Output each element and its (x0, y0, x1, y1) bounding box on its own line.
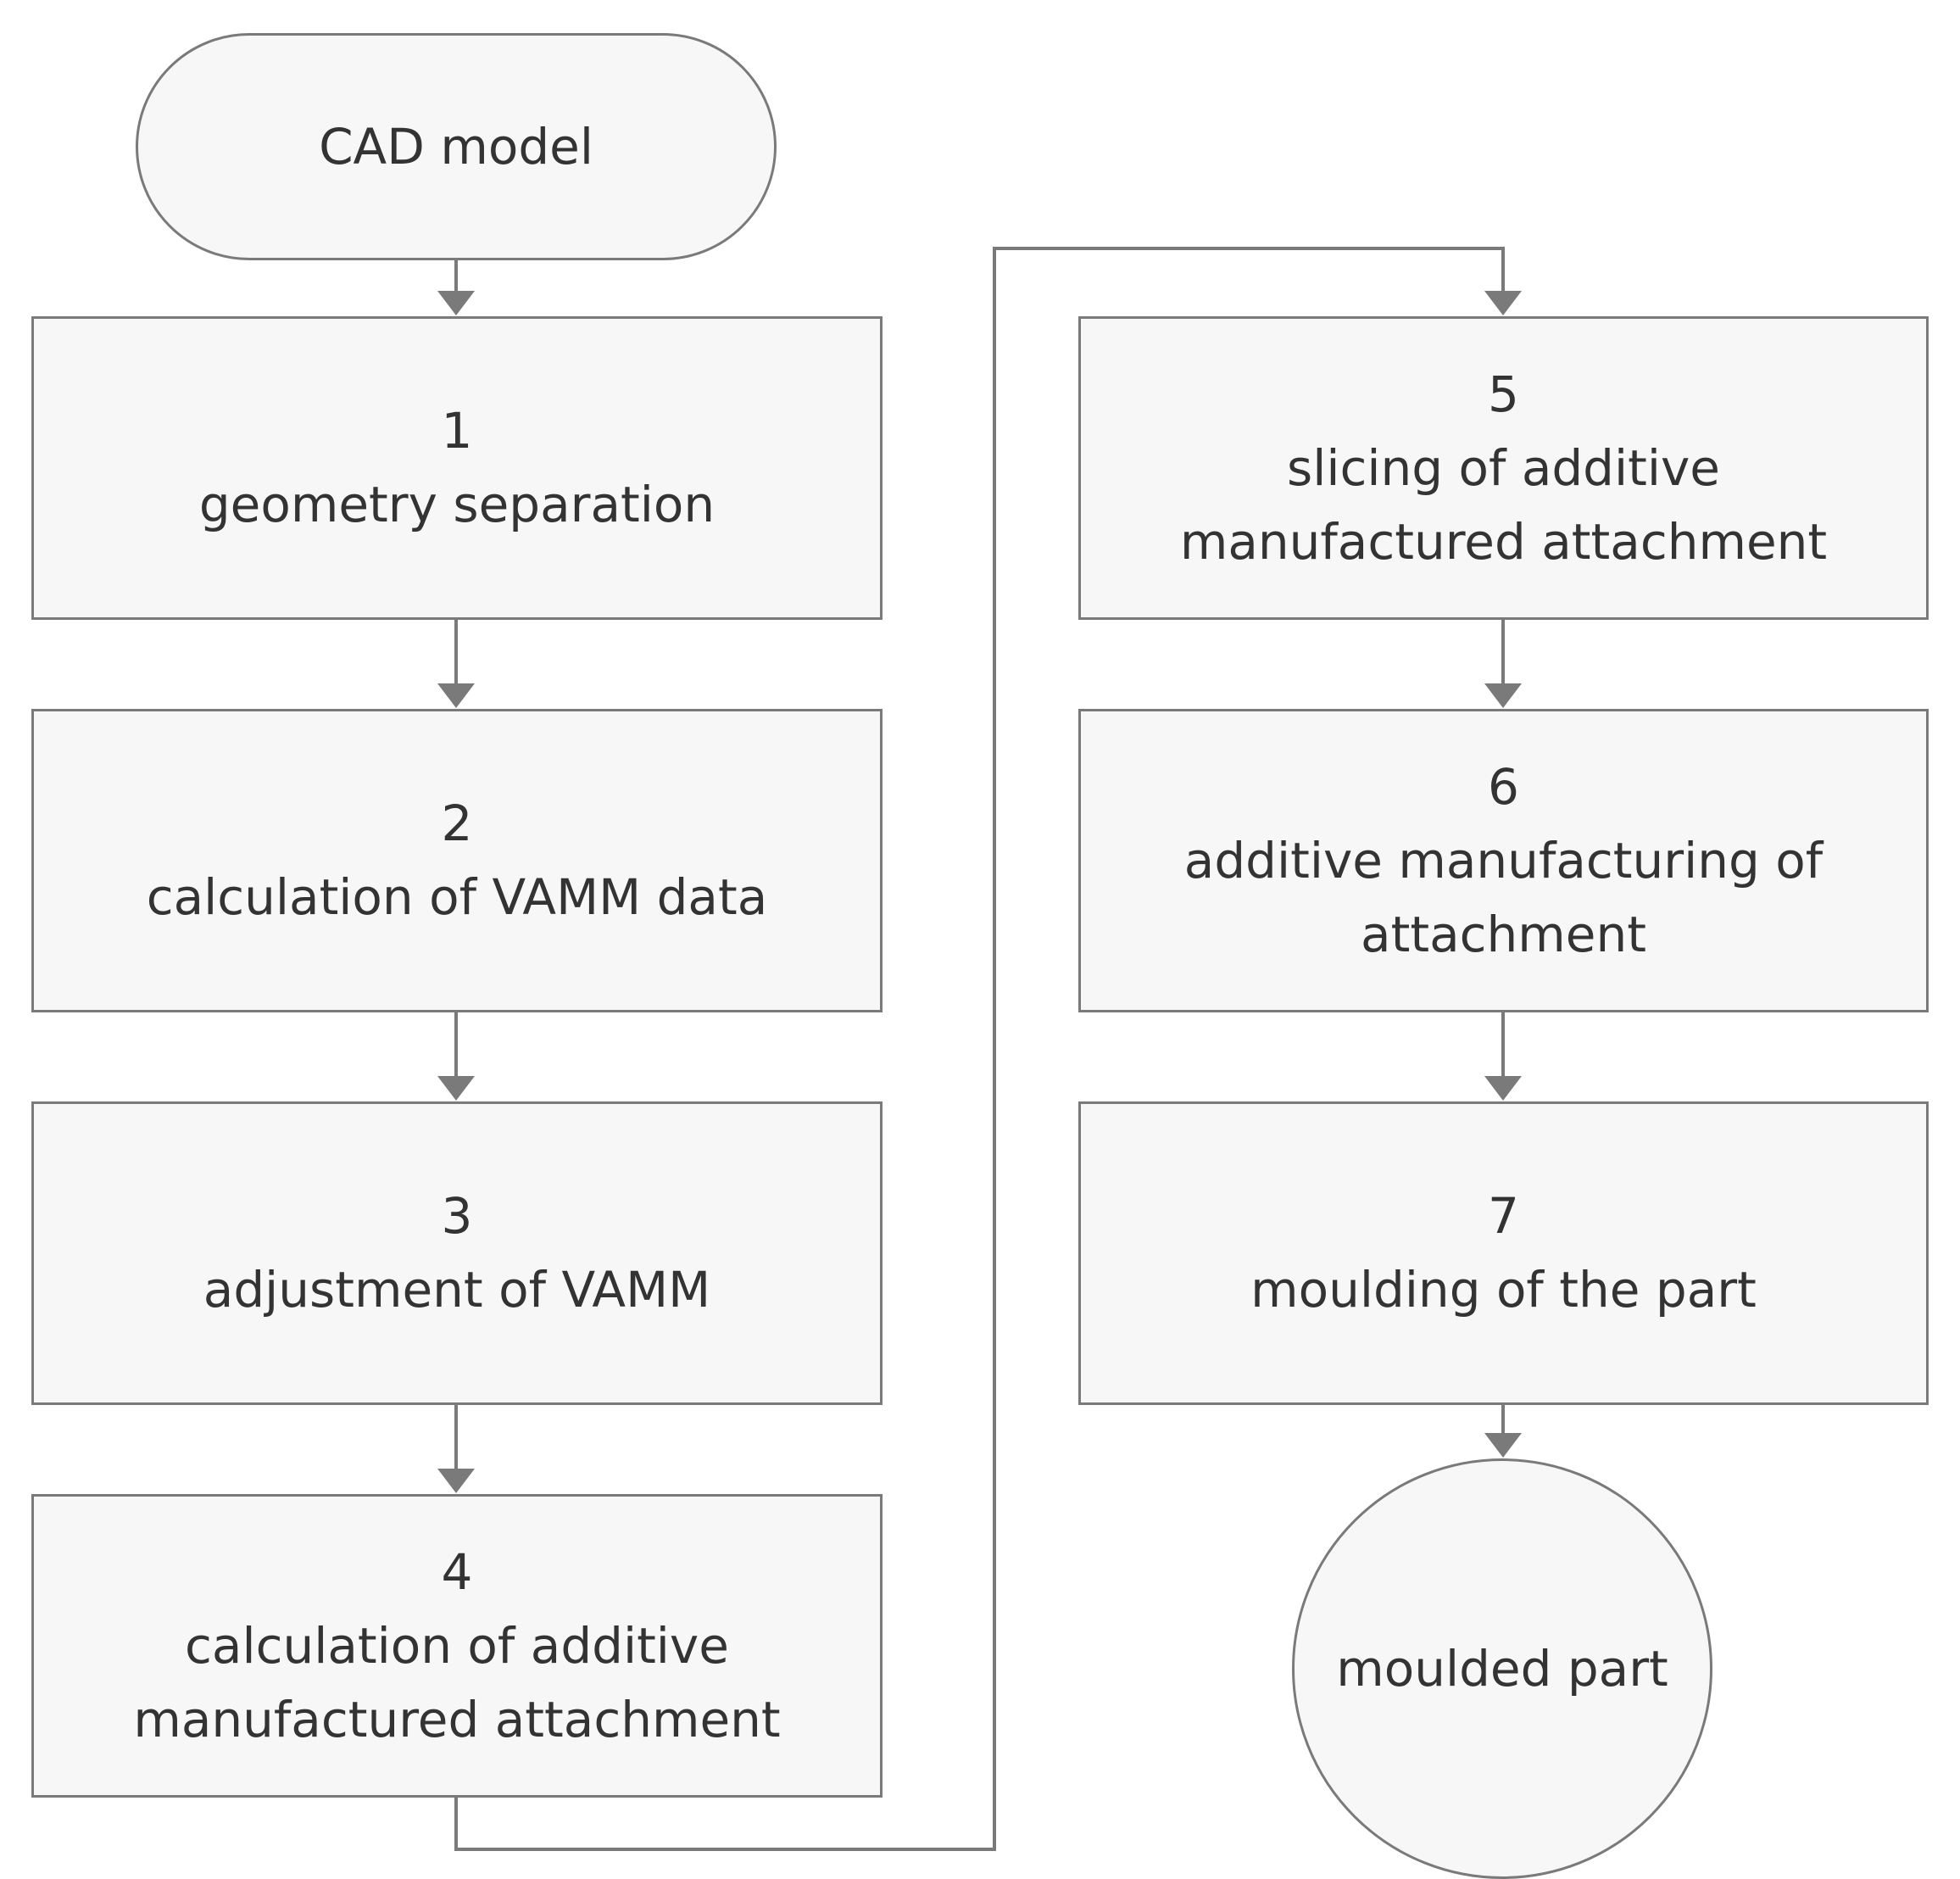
step-label-line: attachment (1361, 905, 1646, 963)
process-step-1: 1 geometry separation (31, 316, 883, 620)
step-label-line: adjustment of VAMM (203, 1261, 711, 1319)
process-step-3: 3 adjustment of VAMM (31, 1101, 883, 1405)
process-step-5: 5 slicing of additive manufactured attac… (1078, 316, 1929, 620)
arrowhead-step-2 (437, 683, 475, 708)
step-label-line: additive manufacturing of (1183, 831, 1824, 889)
step-number: 5 (1488, 365, 1519, 423)
end-terminator: moulded part (1292, 1458, 1712, 1879)
step-label-line: geometry separation (198, 476, 716, 533)
step-label-line: moulding of the part (1250, 1261, 1757, 1319)
step-label-line: slicing of additive (1287, 438, 1720, 497)
start-label: CAD model (319, 117, 593, 176)
process-step-6: 6 additive manufacturing of attachment (1078, 709, 1929, 1012)
process-step-4: 4 calculation of additive manufactured a… (31, 1494, 883, 1798)
step-number: 1 (441, 402, 473, 460)
arrowhead-step-1 (437, 291, 475, 315)
step-number: 4 (441, 1542, 473, 1601)
step-number: 7 (1488, 1187, 1519, 1245)
arrowhead-step-4 (437, 1469, 475, 1493)
step-label-line: manufactured attachment (1179, 512, 1828, 571)
start-terminator: CAD model (136, 33, 777, 260)
connector-step-4-to-step-5 (454, 247, 1505, 1851)
arrowhead-step-5 (1484, 291, 1522, 315)
step-number: 2 (441, 795, 473, 852)
arrowhead-step-6 (1484, 683, 1522, 708)
end-label: moulded part (1336, 1639, 1668, 1698)
step-label-line: calculation of additive (185, 1616, 729, 1675)
arrowhead-end (1484, 1433, 1522, 1458)
step-number: 6 (1488, 757, 1519, 816)
arrowhead-step-3 (437, 1076, 475, 1101)
process-step-7: 7 moulding of the part (1078, 1101, 1929, 1405)
step-label-line: manufactured attachment (133, 1690, 781, 1748)
process-step-2: 2 calculation of VAMM data (31, 709, 883, 1012)
step-label-line: calculation of VAMM data (146, 868, 768, 926)
arrowhead-step-7 (1484, 1076, 1522, 1101)
step-number: 3 (441, 1187, 473, 1245)
